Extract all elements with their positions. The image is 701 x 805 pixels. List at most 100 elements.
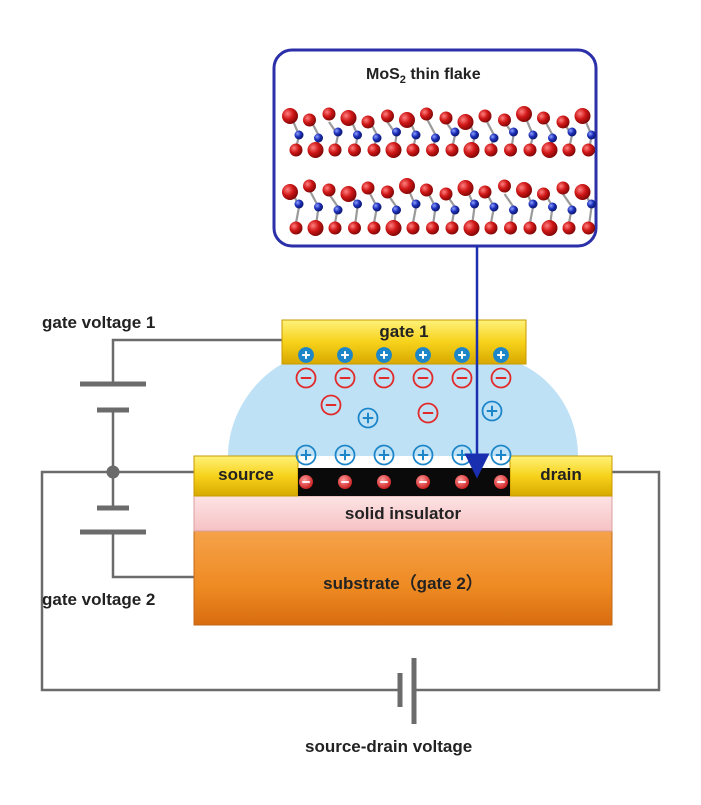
sulfur-atom <box>439 111 453 125</box>
molybdenum-atom <box>411 199 421 209</box>
sulfur-atom <box>574 184 591 200</box>
substrate-label: substrate（gate 2） <box>323 574 483 593</box>
sulfur-atom <box>385 142 402 158</box>
sulfur-atom <box>556 181 570 195</box>
sulfur-atom <box>348 143 361 157</box>
substrate-layer <box>193 530 613 626</box>
sulfur-atom <box>328 221 342 235</box>
channel-surface-positive-ion <box>295 444 317 466</box>
sulfur-atom <box>556 115 570 129</box>
sulfur-atom <box>484 221 498 235</box>
sulfur-atom <box>303 179 316 193</box>
sulfur-atom <box>426 221 439 235</box>
sulfur-atom <box>307 220 324 236</box>
sulfur-atom <box>504 143 517 157</box>
inset-title-rest: thin flake <box>405 66 481 83</box>
sulfur-atom <box>282 108 298 124</box>
molybdenum-atom <box>431 133 440 143</box>
molybdenum-atom <box>587 130 596 140</box>
source-drain-battery <box>397 658 417 724</box>
molybdenum-atom <box>489 202 499 212</box>
bond <box>503 193 515 208</box>
insulator-layer <box>193 495 613 532</box>
sulfur-atom <box>361 181 375 195</box>
electrolyte-negative-ion <box>490 367 512 389</box>
molybdenum-atom <box>333 205 343 215</box>
gate1-positive-charge <box>415 347 431 363</box>
source-label: source <box>218 465 274 484</box>
gate-voltage-2-label: gate voltage 2 <box>42 590 156 609</box>
molybdenum-atom <box>528 130 538 140</box>
mos2-channel <box>298 468 510 496</box>
sulfur-atom <box>367 143 381 157</box>
sulfur-atom <box>328 143 342 157</box>
drain-label: drain <box>540 465 582 484</box>
bond <box>411 206 418 224</box>
molybdenum-atom <box>548 202 557 212</box>
sulfur-atom <box>340 186 357 202</box>
electrolyte-negative-ion <box>373 367 395 389</box>
gate1-label: gate 1 <box>379 322 429 341</box>
molybdenum-atom <box>353 199 362 209</box>
channel-electron <box>299 475 313 489</box>
bond <box>528 206 535 224</box>
gate1-positive-charge <box>376 347 392 363</box>
drain-wire <box>414 470 661 692</box>
sulfur-atom <box>307 142 324 158</box>
sulfur-atom <box>516 182 532 198</box>
inset-title-main: MoS <box>366 66 400 83</box>
electrolyte-negative-ion <box>417 402 439 424</box>
sulfur-atom <box>322 183 336 197</box>
channel-electron <box>455 475 469 489</box>
drain-electrode <box>509 455 613 497</box>
sulfur-atom <box>484 143 498 157</box>
sulfur-atom <box>562 221 576 235</box>
molybdenum-atom <box>509 205 518 215</box>
sulfur-atom <box>498 179 511 193</box>
sulfur-atom <box>504 221 517 235</box>
electrolyte-positive-ion <box>481 400 503 422</box>
molybdenum-atom <box>450 127 460 137</box>
sulfur-atom <box>582 221 595 235</box>
sulfur-atom <box>478 109 492 123</box>
molybdenum-atom <box>353 130 362 140</box>
sulfur-atom <box>523 143 537 157</box>
inset-title: MoS2 thin flake <box>366 66 481 86</box>
channel-surface-positive-ion <box>334 444 356 466</box>
sulfur-atom <box>340 110 357 126</box>
molybdenum-atom <box>314 133 323 143</box>
molybdenum-atom <box>470 130 479 140</box>
gate1-positive-charge <box>493 347 509 363</box>
sulfur-atom <box>516 106 532 122</box>
sulfur-atom <box>406 143 420 157</box>
gate1-wire <box>111 338 282 384</box>
sulfur-atom <box>381 109 394 123</box>
bond <box>294 206 301 224</box>
gate-voltage-1-battery <box>80 381 146 413</box>
inset-title-sub: 2 <box>399 74 406 87</box>
sulfur-atom <box>478 185 492 199</box>
sulfur-atom <box>367 221 381 235</box>
sulfur-atom <box>537 111 550 125</box>
gate-voltage-2-battery <box>80 505 146 535</box>
sulfur-atom <box>445 143 459 157</box>
gate2-wire <box>111 532 194 579</box>
channel-electron <box>338 475 352 489</box>
sulfur-atom <box>289 143 303 157</box>
molybdenum-atom <box>509 127 518 137</box>
electrolyte-positive-ion <box>357 407 379 429</box>
sulfur-atom <box>562 143 576 157</box>
sulfur-atom <box>463 142 480 158</box>
molybdenum-atom <box>528 199 538 209</box>
molybdenum-atom <box>294 130 304 140</box>
junction-node <box>106 465 120 479</box>
gate1-positive-charge <box>454 347 470 363</box>
sulfur-atom <box>420 107 433 121</box>
channel-electron <box>494 475 508 489</box>
molybdenum-atom <box>372 202 382 212</box>
electrolyte-negative-ion <box>451 367 473 389</box>
sulfur-atom <box>406 221 420 235</box>
gate-voltage-1-label: gate voltage 1 <box>42 313 156 332</box>
source-drain-voltage-label: source-drain voltage <box>305 737 473 756</box>
mos2-crystal-structure <box>282 106 596 236</box>
